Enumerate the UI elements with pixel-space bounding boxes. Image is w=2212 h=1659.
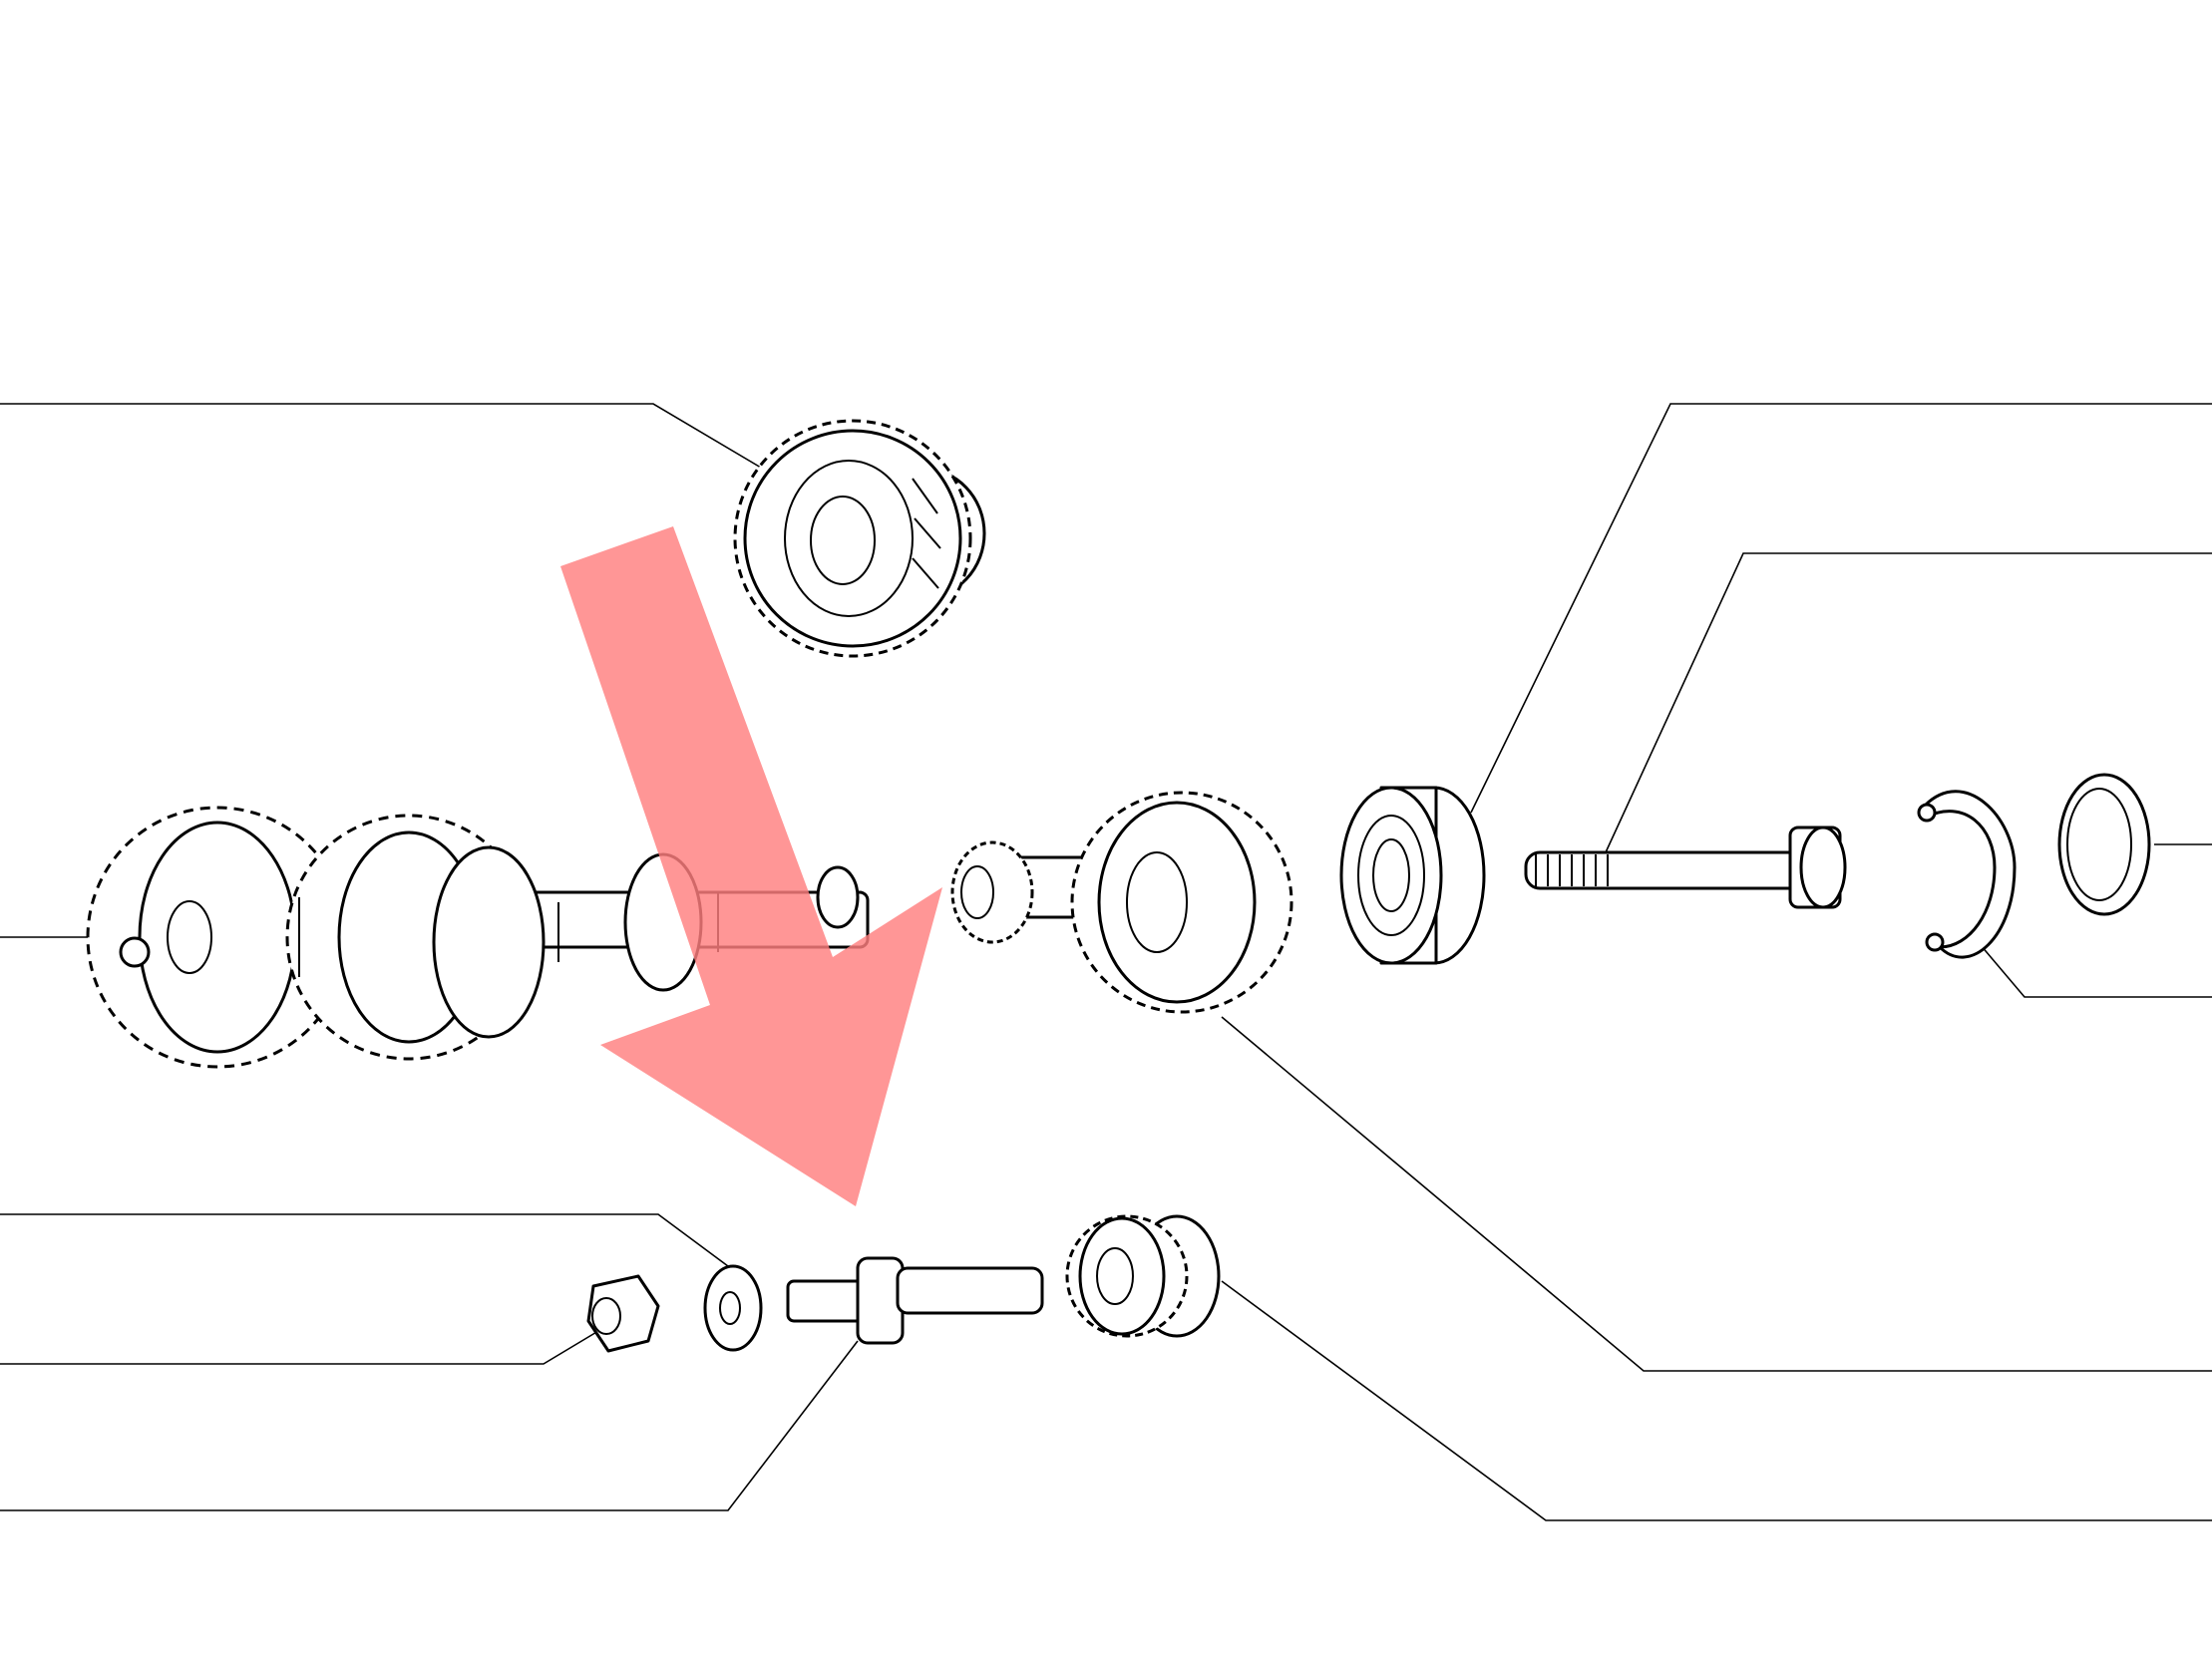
leader-line-small-gear [1221,1280,2212,1521]
spacer-ring [2057,773,2151,916]
leader-line-gear-top [0,403,789,485]
leader-line-bearing [1470,403,2212,814]
leader-line-stud [0,1340,859,1511]
leader-line-washer [0,1213,729,1267]
circlip [1917,790,2017,959]
stud-pin [786,1256,1044,1345]
gear-top [733,419,986,658]
long-bolt [1524,826,1847,909]
ball-bearing [1339,786,1486,965]
highlight-arrow [560,526,942,1206]
leader-line-bolt [1605,552,2212,853]
leader-lines [0,403,2212,1521]
splined-pinion-gear [950,791,1293,1014]
small-double-gear [1065,1214,1221,1338]
nut [586,1274,660,1353]
leader-line-circlip [1969,931,2212,998]
leader-line-nut [0,1330,599,1365]
washer [703,1264,763,1352]
leader-line-main-gear [1221,1016,2212,1372]
